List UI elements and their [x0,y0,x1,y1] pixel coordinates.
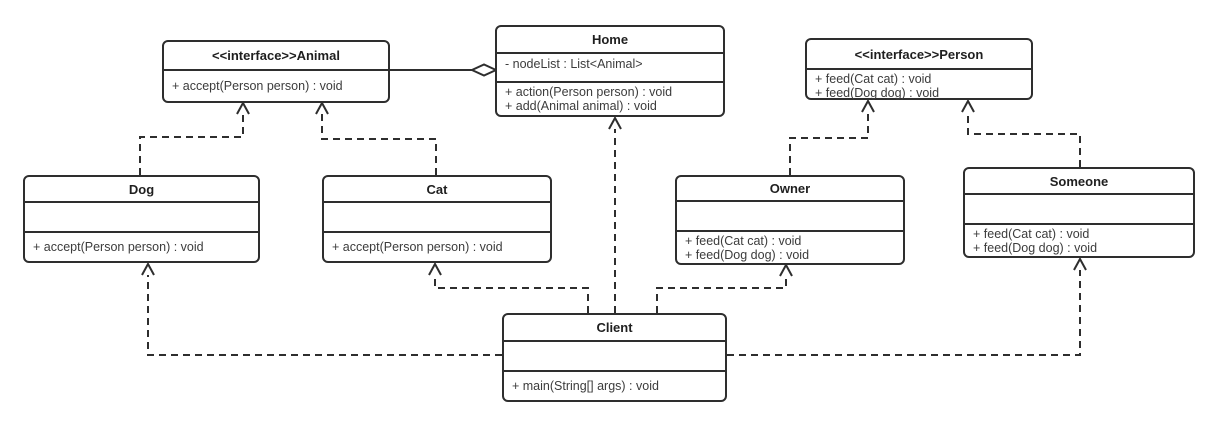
open-arrowhead-icon [861,98,875,113]
class-dog: Dog + accept(Person person) : void [23,175,260,263]
class-home: Home - nodeList : List<Animal> + action(… [495,25,725,117]
class-someone-title: Someone [965,169,1193,195]
class-someone: Someone + feed(Cat cat) : void + feed(Do… [963,167,1195,258]
class-animal-title: <<interface>>Animal [164,42,388,71]
open-arrowhead-icon [779,262,793,277]
cat-method-accept: + accept(Person person) : void [332,240,503,254]
owner-method-feed-dog: + feed(Dog dog) : void [685,248,810,262]
home-method-action: + action(Person person) : void [505,85,673,99]
edge-client-owner-dependency [656,262,793,313]
class-home-title: Home [497,27,723,54]
home-attribute-nodelist: - nodeList : List<Animal> [505,57,643,71]
owner-empty-attributes [677,202,903,232]
person-method-feed-dog: + feed(Dog dog) : void [815,86,940,100]
edge-dog-animal-realization [139,100,250,175]
home-method-add: + add(Animal animal) : void [505,99,657,113]
cat-empty-attributes [324,203,550,233]
class-animal: <<interface>>Animal + accept(Person pers… [162,40,390,103]
owner-method-feed-cat: + feed(Cat cat) : void [685,234,802,248]
edge-home-animal-aggregation [390,63,499,77]
open-arrowhead-icon [315,100,329,115]
edge-owner-person-realization [789,98,875,175]
class-owner: Owner + feed(Cat cat) : void + feed(Dog … [675,175,905,265]
client-method-main: + main(String[] args) : void [512,379,659,393]
animal-method-accept: + accept(Person person) : void [172,79,343,93]
person-method-feed-cat: + feed(Cat cat) : void [815,72,932,86]
class-dog-title: Dog [25,177,258,203]
edge-client-dog-dependency [141,261,502,356]
class-cat-title: Cat [324,177,550,203]
client-empty-attributes [504,342,725,372]
open-arrowhead-icon [608,115,622,130]
someone-empty-attributes [965,195,1193,225]
edge-someone-person-realization [961,98,1081,167]
edge-client-someone-dependency [727,256,1087,356]
someone-method-feed-cat: + feed(Cat cat) : void [973,227,1090,241]
dog-method-accept: + accept(Person person) : void [33,240,204,254]
edge-client-cat-dependency [428,261,589,313]
class-owner-title: Owner [677,177,903,202]
class-person-title: <<interface>>Person [807,40,1031,70]
class-cat: Cat + accept(Person person) : void [322,175,552,263]
open-arrowhead-icon [141,261,155,276]
open-arrowhead-icon [236,100,250,115]
edge-client-home-dependency [608,115,622,313]
class-person: <<interface>>Person + feed(Cat cat) : vo… [805,38,1033,100]
class-client-title: Client [504,315,725,342]
edge-cat-animal-realization [315,100,437,175]
dog-empty-attributes [25,203,258,233]
open-arrowhead-icon [1073,256,1087,271]
open-arrowhead-icon [961,98,975,113]
class-client: Client + main(String[] args) : void [502,313,727,402]
someone-method-feed-dog: + feed(Dog dog) : void [973,241,1098,255]
open-arrowhead-icon [428,261,442,276]
aggregation-diamond-icon [469,63,499,77]
